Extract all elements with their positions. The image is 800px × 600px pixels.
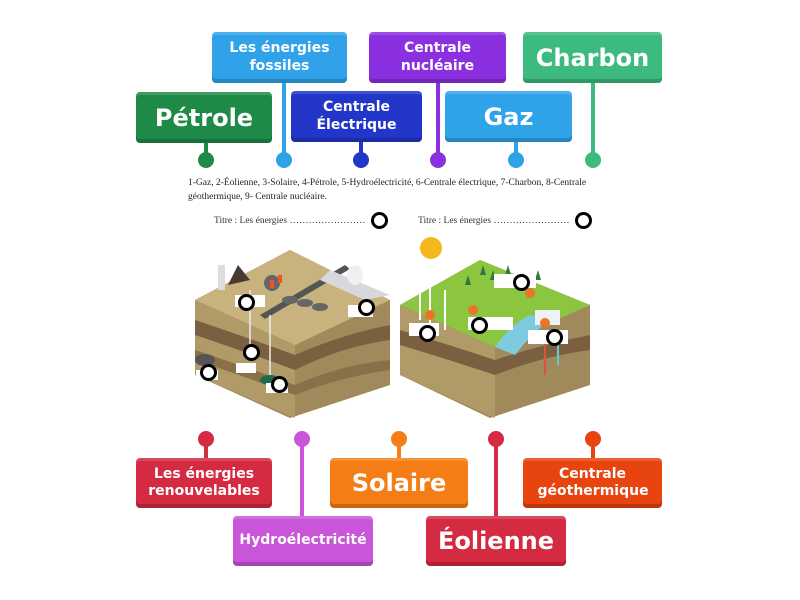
worksheet-legend: 1-Gaz, 2-Éolienne, 3-Solaire, 4-Pétrole,… <box>188 176 618 204</box>
label-text: Éolienne <box>437 527 555 555</box>
label-energies-renouvelables[interactable]: Les énergies renouvelables <box>136 458 272 508</box>
legend-line-2: géothermique, 9- Centrale nucléaire. <box>188 192 328 202</box>
label-text: Gaz <box>483 102 534 131</box>
label-text: Centrale Électrique <box>316 99 397 133</box>
legend-line-1: 1-Gaz, 2-Éolienne, 3-Solaire, 4-Pétrole,… <box>188 178 587 188</box>
label-hydroelectricite[interactable]: Hydroélectricité <box>233 516 373 566</box>
pin-renouvelables[interactable] <box>198 431 214 447</box>
connector-hydro <box>300 439 304 517</box>
pin-gaz[interactable] <box>508 152 524 168</box>
connector-nucleaire <box>436 80 440 160</box>
title-right-row: Titre : Les énergies …………………… <box>418 212 593 229</box>
connector-fossiles <box>282 80 286 160</box>
label-text: Hydroélectricité <box>239 532 367 549</box>
drop-target-solaire[interactable] <box>471 317 488 334</box>
label-energies-fossiles[interactable]: Les énergies fossiles <box>212 32 347 83</box>
pin-geothermique[interactable] <box>585 431 601 447</box>
connector-petrole <box>204 140 208 160</box>
label-eolienne[interactable]: Éolienne <box>426 516 566 566</box>
label-centrale-geothermique[interactable]: Centrale géothermique <box>523 458 662 508</box>
energy-illustration <box>195 237 590 418</box>
drop-target-geothermique[interactable] <box>546 329 563 346</box>
drop-target-title-left[interactable] <box>371 212 389 229</box>
pin-petrole[interactable] <box>198 152 214 168</box>
pin-fossiles[interactable] <box>276 152 292 168</box>
label-petrole[interactable]: Pétrole <box>136 92 272 143</box>
drop-target-hydro[interactable] <box>513 274 530 291</box>
label-text: Centrale nucléaire <box>400 40 475 74</box>
label-charbon[interactable]: Charbon <box>523 32 662 83</box>
pin-electrique[interactable] <box>353 152 369 168</box>
label-text: Pétrole <box>154 103 254 132</box>
title-left-row: Titre : Les énergies …………………… <box>214 212 389 229</box>
connector-renouvelables <box>204 439 208 459</box>
label-solaire[interactable]: Solaire <box>330 458 468 508</box>
connector-electrique <box>359 140 363 160</box>
connector-geothermique <box>591 439 595 459</box>
label-centrale-nucleaire[interactable]: Centrale nucléaire <box>369 32 506 83</box>
drop-target-charbon[interactable] <box>238 294 255 311</box>
drop-target-eolienne[interactable] <box>419 325 436 342</box>
pin-eolienne[interactable] <box>488 431 504 447</box>
pin-nucleaire[interactable] <box>430 152 446 168</box>
connector-charbon <box>591 80 595 160</box>
pin-charbon[interactable] <box>585 152 601 168</box>
label-text: Les énergies fossiles <box>229 40 330 74</box>
label-text: Les énergies renouvelables <box>148 465 260 500</box>
renewable-diorama <box>400 237 590 418</box>
drop-target-petrole[interactable] <box>271 376 288 393</box>
drop-target-centrale-nucleaire[interactable] <box>358 299 375 316</box>
label-text: Solaire <box>351 469 447 497</box>
fossil-diorama <box>195 250 390 418</box>
label-text: Charbon <box>535 43 650 72</box>
connector-eolienne <box>494 439 498 517</box>
label-centrale-electrique[interactable]: Centrale Électrique <box>291 91 422 142</box>
pin-solaire[interactable] <box>391 431 407 447</box>
connector-gaz <box>514 140 518 160</box>
label-gaz[interactable]: Gaz <box>445 91 572 142</box>
label-text: Centrale géothermique <box>537 465 649 500</box>
drop-target-charbon-mine[interactable] <box>200 364 217 381</box>
title-right: Titre : Les énergies …………………… <box>418 215 570 226</box>
connector-solaire <box>397 439 401 459</box>
pin-hydro[interactable] <box>294 431 310 447</box>
title-left: Titre : Les énergies …………………… <box>214 215 366 226</box>
drop-target-title-right[interactable] <box>575 212 593 229</box>
drop-target-gaz[interactable] <box>243 344 260 361</box>
